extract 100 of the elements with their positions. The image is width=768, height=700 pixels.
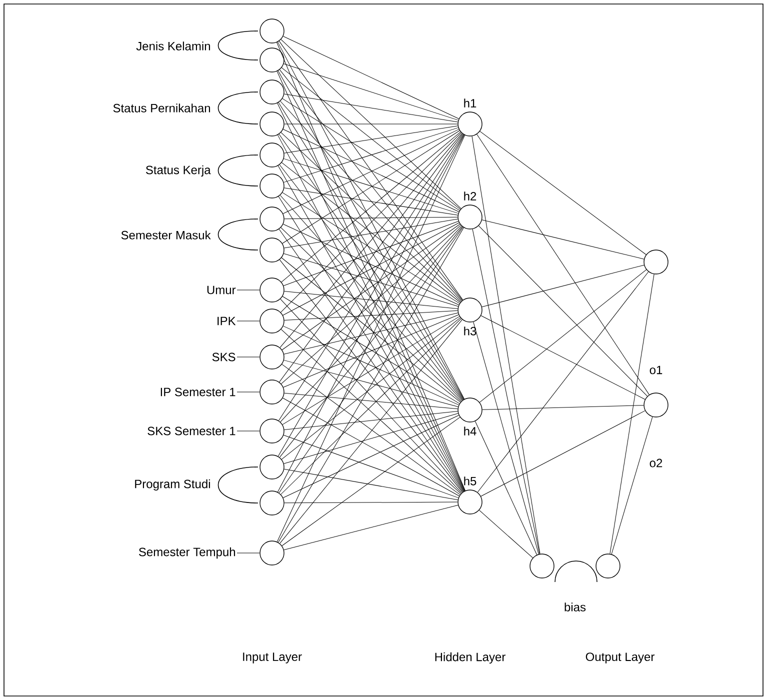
neuron-circle	[260, 454, 284, 480]
connection-line	[282, 192, 460, 304]
connection-line	[284, 360, 458, 408]
text-label: o1	[650, 366, 662, 374]
connection-line	[610, 274, 654, 554]
connection-line	[282, 36, 460, 119]
neuron-circle	[644, 392, 668, 418]
group-label: Program Studi	[135, 479, 210, 491]
connection-line	[282, 316, 460, 425]
neuron-circle	[260, 344, 284, 370]
connection-line	[284, 411, 458, 430]
connection-line	[284, 290, 458, 309]
connection-line	[282, 364, 460, 495]
connection-line	[282, 224, 460, 350]
connection-line	[284, 218, 458, 248]
connection-line	[284, 94, 458, 122]
neuron-circle	[260, 238, 284, 262]
connection-line	[611, 416, 653, 554]
connection-line	[283, 314, 459, 388]
connection-line	[284, 502, 458, 504]
connection-line	[283, 221, 459, 286]
leader-line	[236, 430, 260, 432]
text-label: bias	[564, 602, 586, 612]
neuron-circle	[458, 298, 482, 322]
connection-line	[278, 227, 464, 543]
connection-line	[281, 162, 461, 303]
input-label: SKS	[212, 352, 236, 362]
input-label: SKS Semester 1	[148, 426, 236, 436]
connection-line	[474, 420, 538, 556]
connection-line	[284, 310, 458, 321]
leader-line	[236, 356, 260, 358]
neuron-circle	[260, 490, 284, 516]
neuron-circle	[260, 308, 284, 334]
connection-line	[284, 126, 458, 154]
connection-line	[282, 416, 460, 546]
connection-line	[282, 415, 460, 498]
connection-line	[282, 130, 460, 244]
layer-label: Input Layer	[243, 652, 302, 664]
neuron-circle	[458, 204, 482, 230]
connection-line	[473, 322, 539, 554]
neuron-circle	[260, 112, 284, 136]
input-label: Umur	[207, 286, 236, 294]
connection-line	[284, 216, 458, 220]
node-label: h2	[464, 192, 476, 200]
node-label: h4	[464, 426, 476, 436]
neuron-circle	[260, 540, 284, 566]
connection-line	[480, 410, 646, 497]
connection-line	[281, 258, 461, 402]
neuron-circle	[260, 142, 284, 168]
input-label: IPK	[218, 316, 236, 326]
connection-line	[284, 188, 458, 216]
connection-line	[280, 319, 462, 544]
text-label: o2	[650, 458, 662, 468]
neuron-circle	[530, 554, 554, 578]
connection-line	[282, 98, 460, 211]
connection-line	[284, 158, 458, 214]
connection-line	[477, 272, 649, 492]
connection-line	[482, 264, 644, 308]
connection-line	[478, 510, 534, 558]
neuron-circle	[260, 206, 284, 232]
connection-line	[478, 226, 648, 396]
connection-line	[284, 504, 458, 550]
connection-line	[480, 315, 646, 400]
connection-line	[472, 136, 540, 554]
connection-line	[480, 131, 646, 255]
layer-label: Output Layer	[586, 652, 654, 664]
node-label: h1	[464, 98, 476, 108]
connection-line	[479, 269, 647, 403]
neuron-circle	[260, 278, 284, 302]
connection-line	[284, 413, 458, 464]
connection-line	[472, 228, 540, 554]
connection-line	[476, 134, 650, 395]
connection-line	[282, 398, 460, 496]
neuron-circle	[260, 18, 284, 44]
connection-line	[281, 317, 461, 460]
connection-line	[284, 253, 458, 307]
connection-line	[283, 326, 459, 406]
leader-line	[236, 320, 260, 322]
group-label: Jenis Kelamin	[136, 42, 210, 50]
neuron-circle	[260, 80, 284, 104]
neuron-circle	[644, 250, 668, 274]
input-label: Semester Tempuh	[138, 547, 236, 559]
connection-line	[280, 39, 462, 209]
connection-line	[284, 64, 458, 120]
neuron-circle	[458, 490, 482, 514]
leader-line	[236, 552, 260, 554]
connection-line	[281, 67, 461, 210]
connection-line	[284, 127, 458, 183]
neuron-circle	[260, 418, 284, 444]
node-label: h3	[464, 326, 476, 336]
connection-line	[284, 312, 458, 354]
node-label: h5	[464, 476, 476, 486]
neuron-circle	[596, 554, 620, 578]
neuron-circle	[260, 48, 284, 72]
group-label: Semester Masuk	[121, 230, 211, 240]
connection-line	[282, 296, 460, 404]
connection-line	[482, 405, 644, 410]
input-label: IP Semester 1	[160, 388, 236, 396]
neuron-circle	[260, 380, 284, 404]
connection-line	[284, 468, 458, 500]
